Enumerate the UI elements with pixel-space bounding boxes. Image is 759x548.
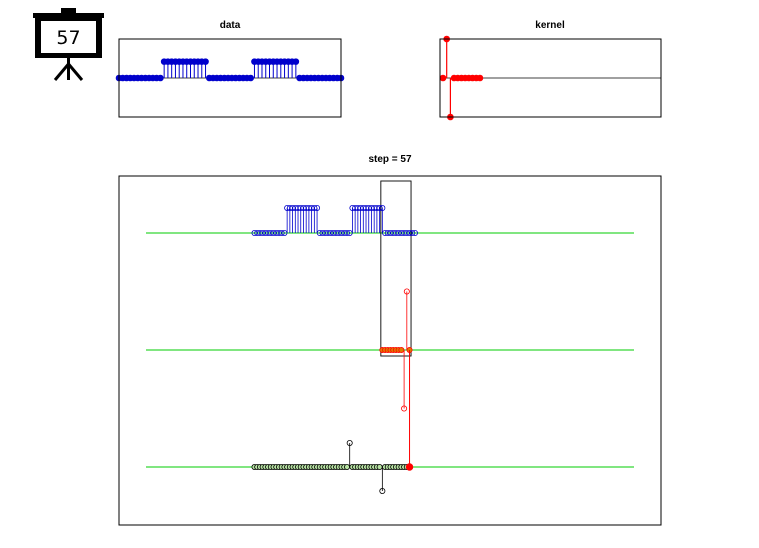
kernel-point — [439, 74, 447, 82]
flipped-kernel-point — [403, 288, 410, 295]
step-plot-title: step = 57 — [368, 154, 412, 165]
data-point — [379, 204, 386, 211]
data-point — [409, 229, 416, 236]
kernel-plot — [439, 35, 661, 121]
data-plot-title: data — [220, 20, 241, 31]
data-point — [343, 229, 350, 236]
data-point — [278, 229, 285, 236]
kernel-plot-title: kernel — [535, 20, 565, 31]
data-point — [314, 204, 321, 211]
kernel-point — [476, 74, 484, 82]
data-point — [157, 74, 164, 82]
flipped-kernel-point — [398, 346, 405, 353]
output-point — [379, 487, 386, 494]
step-badge-label: 57 — [56, 27, 80, 49]
projector-screen-icon — [33, 8, 104, 81]
flipped-kernel-point — [401, 405, 408, 412]
kernel-plot-frame — [439, 38, 662, 118]
data-point — [202, 58, 209, 65]
data-plot-frame — [118, 38, 342, 118]
convolution-plot-frame — [118, 175, 662, 526]
data-point — [247, 74, 254, 82]
convolution-plot — [146, 180, 634, 494]
data-plot — [115, 58, 345, 82]
data-point — [411, 229, 418, 236]
output-point — [343, 463, 350, 470]
output-point — [346, 439, 353, 446]
current-output-point — [405, 463, 414, 471]
output-point — [376, 463, 383, 470]
kernel-window — [380, 180, 412, 357]
data-point — [292, 58, 300, 65]
